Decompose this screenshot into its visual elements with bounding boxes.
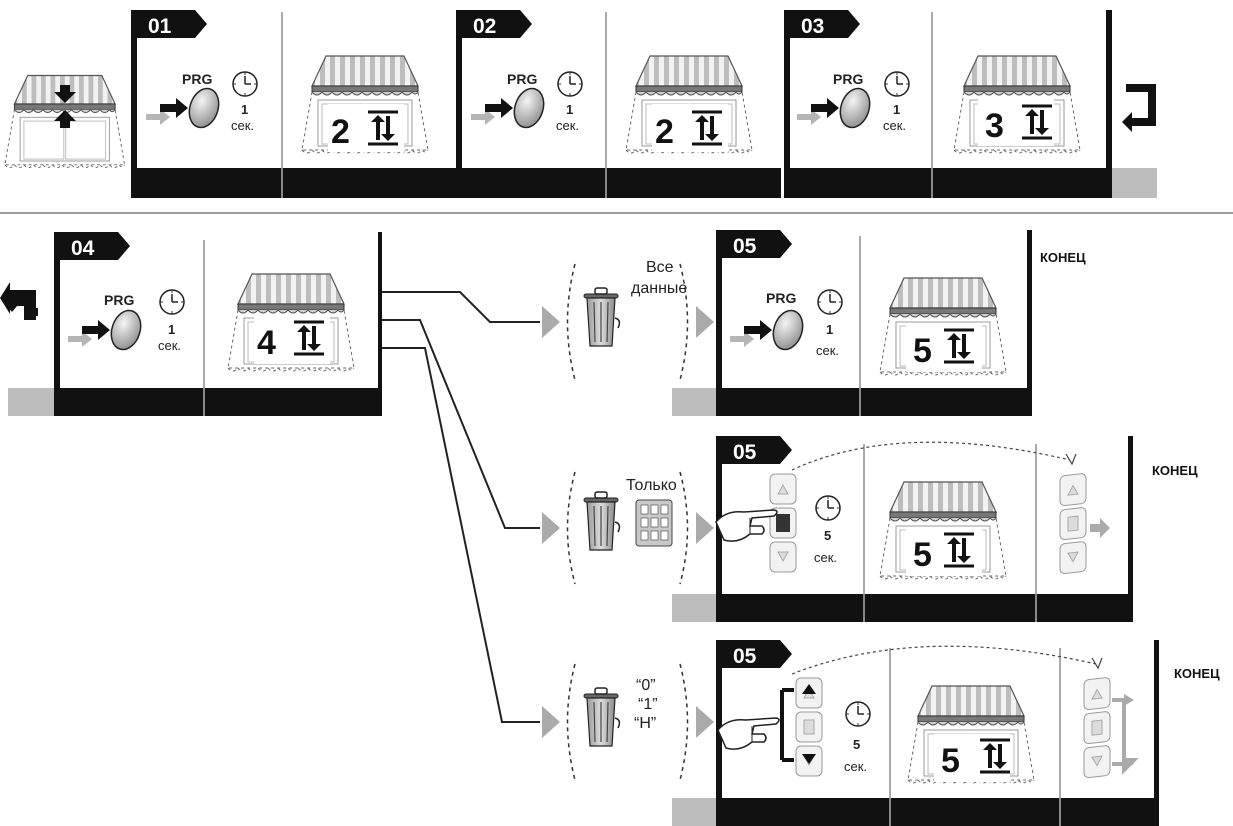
clock-icon bbox=[815, 495, 841, 521]
prg-label: PRG bbox=[507, 71, 537, 87]
prg-button-icon bbox=[729, 305, 809, 355]
time-unit: сек. bbox=[816, 343, 839, 358]
code-label: “0” bbox=[636, 677, 656, 694]
time-value: 1 bbox=[566, 102, 573, 117]
wall-switch-result-icon bbox=[1059, 472, 1087, 575]
time-value: 1 bbox=[826, 322, 833, 337]
end-label: КОНЕЦ bbox=[1152, 463, 1198, 478]
prg-button-icon bbox=[470, 83, 550, 133]
code-label: “H” bbox=[634, 715, 656, 732]
count-label: 5 bbox=[941, 742, 960, 780]
hand-pointer-icon bbox=[715, 509, 778, 542]
time-value: 1 bbox=[168, 322, 175, 337]
end-label: КОНЕЦ bbox=[1174, 666, 1220, 681]
count-label: 2 bbox=[331, 113, 350, 151]
prg-label: PRG bbox=[104, 292, 134, 308]
start-awning-icon bbox=[4, 74, 126, 169]
prg-label: PRG bbox=[766, 290, 796, 306]
step-01-panel: 01 PRG 1 сек. 2 bbox=[131, 10, 456, 198]
step-03-panel: 03 PRG 1 сек. 3 bbox=[784, 10, 1157, 198]
count-label: 4 bbox=[257, 324, 276, 362]
branch-connectors bbox=[382, 291, 540, 723]
count-label: 5 bbox=[913, 332, 932, 370]
step-05-number: 05 bbox=[733, 645, 757, 668]
count-label: 3 bbox=[985, 107, 1004, 145]
step-03-number: 03 bbox=[801, 15, 824, 38]
clock-icon bbox=[884, 71, 910, 97]
trash-icon bbox=[583, 287, 621, 347]
time-unit: сек. bbox=[883, 118, 906, 133]
continue-arrow-icon bbox=[1122, 84, 1156, 132]
time-unit: сек. bbox=[844, 759, 867, 774]
branch-codes: “0” “1” “H” 05 5 сек. 5 КОНЕЦ bbox=[542, 640, 1220, 826]
prg-button-icon bbox=[145, 83, 225, 133]
prg-label: PRG bbox=[833, 71, 863, 87]
step-04-number: 04 bbox=[71, 237, 95, 260]
step-01-number: 01 bbox=[148, 15, 172, 38]
branch-label-all-line2: данные bbox=[631, 280, 687, 297]
time-value: 5 bbox=[824, 528, 831, 543]
prg-label: PRG bbox=[182, 71, 212, 87]
clock-icon bbox=[845, 701, 871, 727]
step-04-panel: 04 PRG 1 сек. 4 bbox=[0, 232, 382, 416]
clock-icon bbox=[817, 289, 843, 315]
trash-icon bbox=[583, 687, 621, 747]
hand-pointer-icon bbox=[717, 717, 780, 750]
time-unit: сек. bbox=[814, 550, 837, 565]
time-value: 1 bbox=[241, 102, 248, 117]
remote-keypad-icon bbox=[635, 499, 673, 547]
trash-icon bbox=[583, 491, 621, 551]
time-unit: сек. bbox=[556, 118, 579, 133]
prg-button-icon bbox=[796, 83, 876, 133]
step-05-number: 05 bbox=[733, 441, 757, 464]
clock-icon bbox=[232, 71, 258, 97]
clock-icon bbox=[159, 289, 185, 315]
time-unit: сек. bbox=[231, 118, 254, 133]
code-label: “1” bbox=[638, 696, 658, 713]
prg-button-icon bbox=[67, 305, 147, 355]
count-label: 2 bbox=[655, 113, 674, 151]
step-01-badge bbox=[131, 10, 207, 38]
clock-icon bbox=[557, 71, 583, 97]
time-value: 5 bbox=[853, 737, 860, 752]
time-unit: сек. bbox=[158, 338, 181, 353]
step-02-number: 02 bbox=[473, 15, 496, 38]
branch-label-all-line1: Все bbox=[646, 259, 674, 276]
branch-label-only: Только bbox=[626, 477, 677, 494]
time-value: 1 bbox=[893, 102, 900, 117]
count-label: 5 bbox=[913, 536, 932, 574]
branch-only: Только 05 5 сек. 5 КОНЕЦ bbox=[542, 436, 1198, 622]
end-label: КОНЕЦ bbox=[1040, 250, 1086, 265]
wall-switch-result-icon bbox=[1083, 676, 1111, 779]
branch-all-data: Все данные 05 PRG 1 сек. 5 КОНЕЦ bbox=[542, 230, 1086, 416]
step-05-number: 05 bbox=[733, 235, 757, 258]
step-02-panel: 02 PRG 1 сек. 2 bbox=[456, 10, 781, 198]
